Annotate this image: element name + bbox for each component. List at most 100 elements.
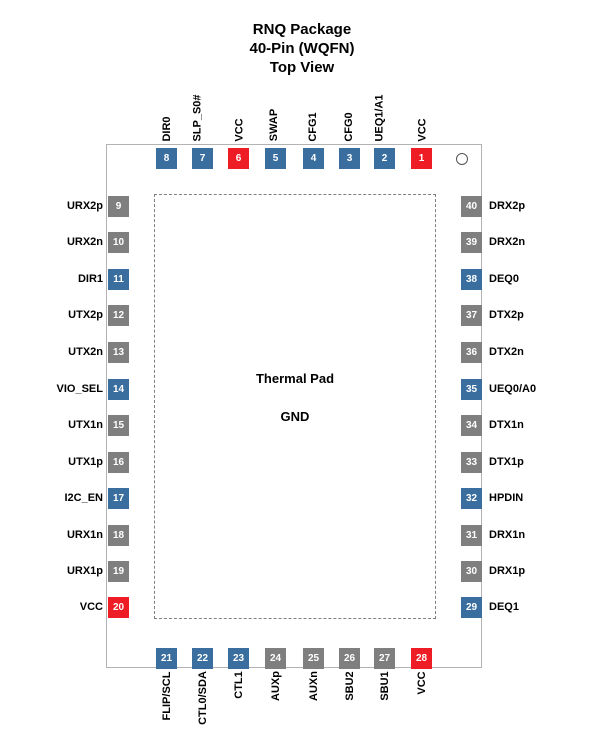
pin-22-label: CTL0/SDA — [196, 671, 209, 725]
pin-10-box: 10 — [108, 232, 129, 253]
pin-4-label-wrap: CFG1 — [303, 73, 324, 143]
pin-32-label: HPDIN — [489, 492, 524, 504]
pin-24-label: AUXp — [269, 671, 282, 701]
pin-16-label: UTX1p — [68, 456, 103, 468]
pin-4-box: 4 — [303, 148, 324, 169]
pin-37-box: 37 — [461, 305, 482, 326]
pin-33-box: 33 — [461, 452, 482, 473]
diagram-title-package: RNQ Package — [252, 21, 352, 38]
pin-32-box: 32 — [461, 488, 482, 509]
pin-3-box: 3 — [339, 148, 360, 169]
pin-18-label: URX1n — [66, 529, 103, 541]
diagram-title-pincount: 40-Pin (WQFN) — [249, 40, 355, 57]
pin-39-box: 39 — [461, 232, 482, 253]
pin-13-box: 13 — [108, 342, 129, 363]
pin-6-label-wrap: VCC — [228, 73, 249, 143]
pin-11-box: 11 — [108, 269, 129, 290]
pin-17-box: 17 — [108, 488, 129, 509]
pin-19-box: 19 — [108, 561, 129, 582]
pin-2-box: 2 — [374, 148, 395, 169]
pin-22-box: 22 — [192, 648, 213, 669]
pin-1-label: VCC — [415, 117, 428, 142]
pin-15-box: 15 — [108, 415, 129, 436]
thermal-pad-label: Thermal Pad — [255, 371, 335, 386]
pin-23-box: 23 — [228, 648, 249, 669]
diagram-title-view: Top View — [269, 59, 335, 76]
pin-39-label: DRX2n — [489, 236, 526, 248]
pin-16-box: 16 — [108, 452, 129, 473]
pin-12-label: UTX2p — [68, 309, 103, 321]
pin-2-label-wrap: UEQ1/A1 — [372, 73, 395, 143]
pin-1-label-wrap: VCC — [411, 73, 432, 143]
pin-38-box: 38 — [461, 269, 482, 290]
pin-12-box: 12 — [108, 305, 129, 326]
pin-31-label: DRX1n — [489, 529, 526, 541]
pin-40-box: 40 — [461, 196, 482, 217]
pin-26-box: 26 — [339, 648, 360, 669]
pin-9-box: 9 — [108, 196, 129, 217]
pin-25-label: AUXn — [307, 671, 320, 701]
pin-13-label: UTX2n — [68, 346, 103, 358]
pin-17-label: I2C_EN — [64, 492, 103, 504]
pin-10-label: URX2n — [66, 236, 103, 248]
pin-23-label-wrap: CTL1 — [228, 669, 249, 739]
pin-8-label: DIR0 — [160, 115, 173, 142]
pin-3-label-wrap: CFG0 — [339, 73, 360, 143]
pin-24-box: 24 — [265, 648, 286, 669]
pin-36-box: 36 — [461, 342, 482, 363]
pin-35-box: 35 — [461, 379, 482, 400]
pin-40-label: DRX2p — [489, 200, 526, 212]
pin-25-box: 25 — [303, 648, 324, 669]
pin-24-label-wrap: AUXp — [265, 669, 286, 739]
pin-21-label: FLIP/SCL — [160, 671, 173, 720]
pin-4-label: CFG1 — [306, 111, 319, 142]
pin-20-label: VCC — [79, 601, 103, 613]
pin-29-label: DEQ1 — [489, 601, 519, 613]
pin-28-label: VCC — [415, 670, 428, 695]
pin-23-label: CTL1 — [232, 671, 245, 699]
pin-14-label: VIO_SEL — [56, 383, 103, 395]
pin-5-label-wrap: SWAP — [265, 73, 286, 143]
pin-7-box: 7 — [192, 148, 213, 169]
pin-19-label: URX1p — [66, 565, 103, 577]
pin-36-label: DTX2n — [489, 346, 524, 358]
pin-25-label-wrap: AUXn — [303, 669, 324, 739]
pin-15-label: UTX1n — [68, 419, 103, 431]
pin-26-label-wrap: SBU2 — [339, 669, 360, 739]
pin-2-label: UEQ1/A1 — [372, 93, 385, 142]
pin-27-label-wrap: SBU1 — [374, 669, 395, 739]
pin-38-label: DEQ0 — [489, 273, 519, 285]
pin-21-box: 21 — [156, 648, 177, 669]
pin-29-box: 29 — [461, 597, 482, 618]
pin-8-box: 8 — [156, 148, 177, 169]
thermal-pad-net: GND — [280, 409, 310, 424]
pin-37-label: DTX2p — [489, 309, 524, 321]
pin-34-box: 34 — [461, 415, 482, 436]
pin-7-label: SLP_S0# — [190, 93, 203, 142]
pin-28-box: 28 — [411, 648, 432, 669]
pin-30-label: DRX1p — [489, 565, 526, 577]
pin-5-label: SWAP — [267, 108, 280, 142]
pin-30-box: 30 — [461, 561, 482, 582]
pin-21-label-wrap: FLIP/SCL — [156, 669, 177, 739]
pin-6-box: 6 — [228, 148, 249, 169]
pin-14-box: 14 — [108, 379, 129, 400]
pin1-indicator-icon — [456, 153, 468, 165]
thermal-pad-outline — [154, 194, 436, 619]
package-outline — [106, 144, 482, 668]
pin-9-label: URX2p — [66, 200, 103, 212]
pin-31-box: 31 — [461, 525, 482, 546]
pin-28-label-wrap: VCC — [411, 669, 432, 739]
pin-20-box: 20 — [108, 597, 129, 618]
pin-7-label-wrap: SLP_S0# — [190, 73, 213, 143]
pin-3-label: CFG0 — [342, 111, 355, 142]
pin-33-label: DTX1p — [489, 456, 524, 468]
pin-11-label: DIR1 — [77, 273, 103, 285]
pin-27-label: SBU1 — [378, 670, 391, 701]
pin-1-box: 1 — [411, 148, 432, 169]
pin-18-box: 18 — [108, 525, 129, 546]
pin-22-label-wrap: CTL0/SDA — [192, 669, 213, 739]
pin-8-label-wrap: DIR0 — [156, 73, 177, 143]
pin-6-label: VCC — [232, 117, 245, 142]
pin-35-label: UEQ0/A0 — [489, 383, 537, 395]
